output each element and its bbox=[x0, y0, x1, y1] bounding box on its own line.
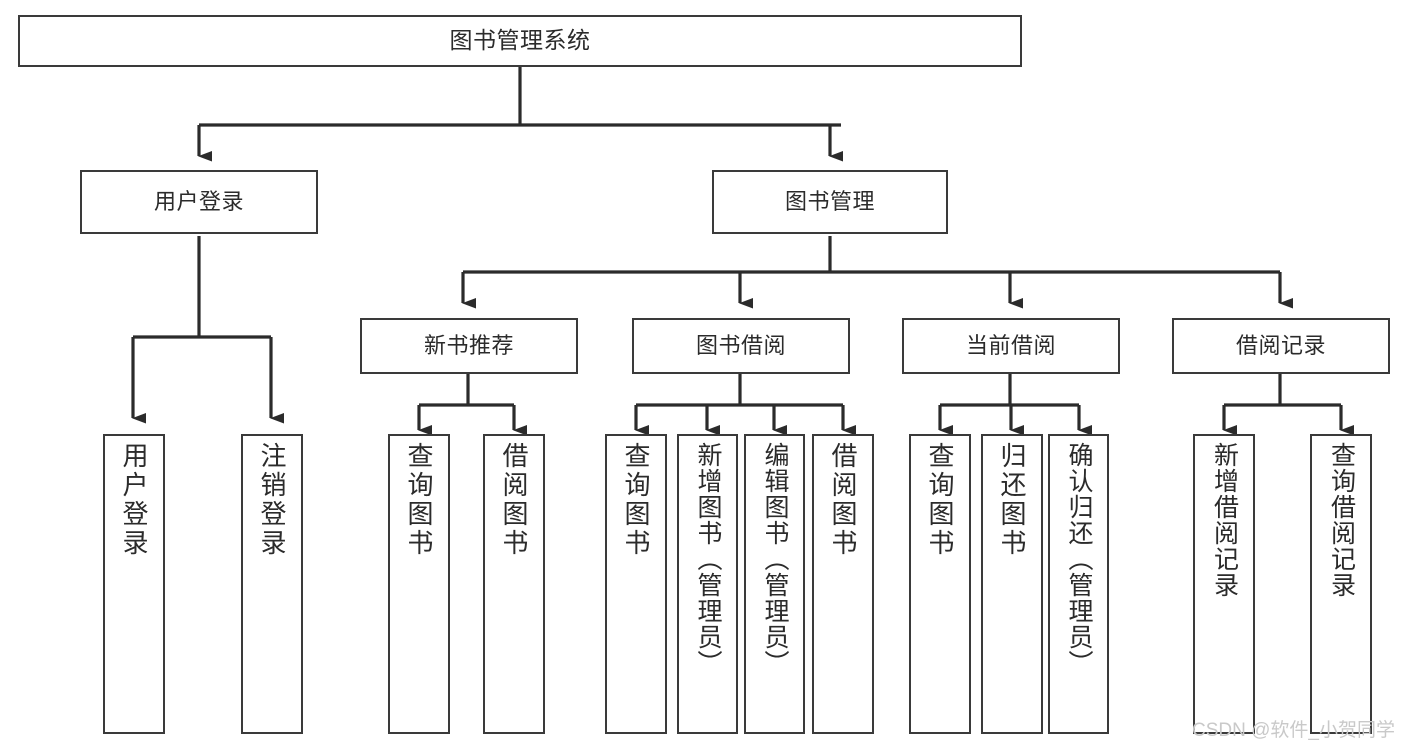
node-root-book-management-system[interactable]: 图书管理系统 bbox=[18, 15, 1022, 67]
node-book-borrowing[interactable]: 图书借阅 bbox=[632, 318, 850, 374]
node-label: 新增图书（管理员） bbox=[694, 442, 722, 676]
node-label: 查询图书 bbox=[621, 442, 651, 558]
node-leaf-edit-book-admin[interactable]: 编辑图书（管理员） bbox=[744, 434, 805, 734]
node-label: 查询借阅记录 bbox=[1327, 442, 1356, 598]
node-label: 注销登录 bbox=[257, 442, 287, 558]
node-leaf-query-book-new-books[interactable]: 查询图书 bbox=[388, 434, 450, 734]
node-leaf-query-book-borrowing[interactable]: 查询图书 bbox=[605, 434, 667, 734]
node-leaf-user-login[interactable]: 用户登录 bbox=[103, 434, 165, 734]
node-leaf-query-book-current[interactable]: 查询图书 bbox=[909, 434, 971, 734]
node-leaf-query-borrow-record[interactable]: 查询借阅记录 bbox=[1310, 434, 1372, 734]
node-user-login[interactable]: 用户登录 bbox=[80, 170, 318, 234]
node-leaf-user-logout[interactable]: 注销登录 bbox=[241, 434, 303, 734]
node-leaf-borrow-book-new-books[interactable]: 借阅图书 bbox=[483, 434, 545, 734]
node-label: 确认归还（管理员） bbox=[1065, 442, 1093, 676]
node-current-borrowing[interactable]: 当前借阅 bbox=[902, 318, 1120, 374]
node-label: 新书推荐 bbox=[423, 333, 514, 359]
node-label: 图书借阅 bbox=[695, 333, 786, 359]
node-leaf-add-book-admin[interactable]: 新增图书（管理员） bbox=[677, 434, 738, 734]
node-new-book-recommendation[interactable]: 新书推荐 bbox=[360, 318, 578, 374]
node-label: 编辑图书（管理员） bbox=[761, 442, 789, 676]
node-leaf-add-borrow-record[interactable]: 新增借阅记录 bbox=[1193, 434, 1255, 734]
node-label: 查询图书 bbox=[404, 442, 434, 558]
node-label: 图书管理 bbox=[784, 189, 875, 215]
node-label: 新增借阅记录 bbox=[1210, 442, 1239, 598]
node-label: 用户登录 bbox=[119, 442, 149, 558]
node-label: 用户登录 bbox=[153, 189, 244, 215]
node-label: 图书管理系统 bbox=[449, 27, 591, 54]
node-label: 借阅记录 bbox=[1235, 333, 1326, 359]
node-label: 借阅图书 bbox=[828, 442, 858, 558]
node-label: 归还图书 bbox=[997, 442, 1027, 558]
node-label: 借阅图书 bbox=[499, 442, 529, 558]
node-leaf-borrow-book-borrowing[interactable]: 借阅图书 bbox=[812, 434, 874, 734]
node-book-management[interactable]: 图书管理 bbox=[712, 170, 948, 234]
node-label: 当前借阅 bbox=[965, 333, 1056, 359]
node-label: 查询图书 bbox=[925, 442, 955, 558]
node-leaf-return-book[interactable]: 归还图书 bbox=[981, 434, 1043, 734]
watermark-text: CSDN @软件_小贺同学 bbox=[1192, 720, 1395, 741]
node-leaf-confirm-return-admin[interactable]: 确认归还（管理员） bbox=[1048, 434, 1109, 734]
node-borrowing-record[interactable]: 借阅记录 bbox=[1172, 318, 1390, 374]
